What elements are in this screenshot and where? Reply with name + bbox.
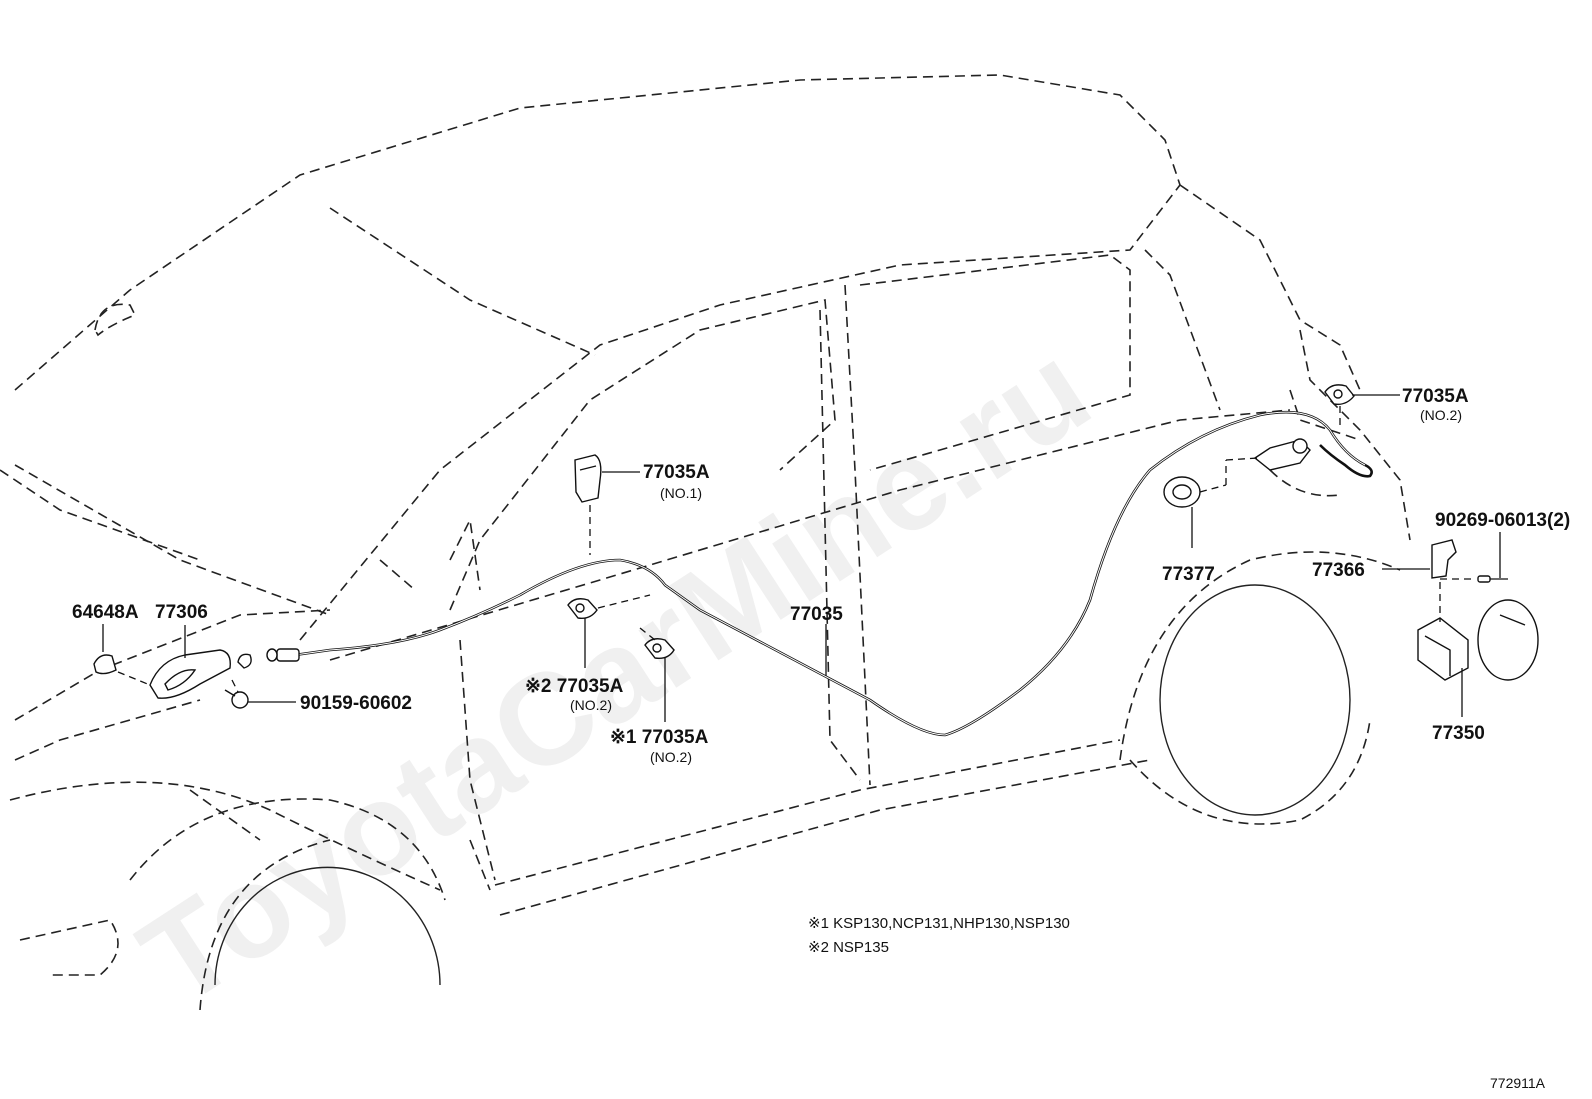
part-77035A-no1-clamp [574, 454, 602, 503]
part-90269-screw [1477, 575, 1508, 583]
label-77035A-note2-sub: (NO.2) [570, 697, 612, 713]
label-90269-06013: 90269-06013(2) [1435, 510, 1570, 531]
label-77377: 77377 [1162, 564, 1215, 585]
part-64648A-cap [93, 654, 117, 675]
label-77035A-rear-sub: (NO.2) [1420, 407, 1462, 423]
label-77366: 77366 [1312, 560, 1365, 581]
part-77306-release-lever [149, 649, 231, 699]
illustration-reference-code: 772911A [1490, 1075, 1546, 1091]
fuel-lid-release-cable [237, 410, 1373, 737]
part-77035A-rear-clip [1324, 384, 1355, 406]
part-77035A-no2-clip-2 [567, 598, 598, 620]
part-77377-grommet [1163, 476, 1201, 508]
label-77035: 77035 [790, 604, 843, 625]
callout-labels: 64648A 77306 90159-60602 77035A (NO.1) ※… [72, 386, 1570, 765]
label-77350: 77350 [1432, 723, 1485, 744]
label-77035A-no1-sub: (NO.1) [660, 485, 702, 501]
car-body-outline [0, 74, 1411, 1011]
applicability-notes: ※1 KSP130,NCP131,NHP130,NSP130 ※2 NSP135 [808, 915, 1070, 956]
part-77366-bracket [1431, 539, 1457, 579]
label-77035A-no1: 77035A [643, 462, 710, 483]
label-77306: 77306 [155, 602, 208, 623]
part-90159-screw [224, 689, 249, 709]
note-2: ※2 NSP135 [808, 939, 889, 956]
part-77350-fuel-lid [1417, 599, 1539, 681]
part-77035A-no2-clip-1 [644, 638, 675, 660]
label-77035A-note1-sub: (NO.2) [650, 749, 692, 765]
label-77035A-note2: ※2 77035A [525, 676, 624, 697]
leader-lines [102, 394, 1501, 722]
label-77035A-note1: ※1 77035A [610, 727, 709, 748]
label-90159-60602: 90159-60602 [300, 693, 412, 714]
label-64648A: 64648A [72, 602, 139, 623]
label-77035A-rear: 77035A [1402, 386, 1469, 407]
note-1: ※1 KSP130,NCP131,NHP130,NSP130 [808, 915, 1070, 932]
